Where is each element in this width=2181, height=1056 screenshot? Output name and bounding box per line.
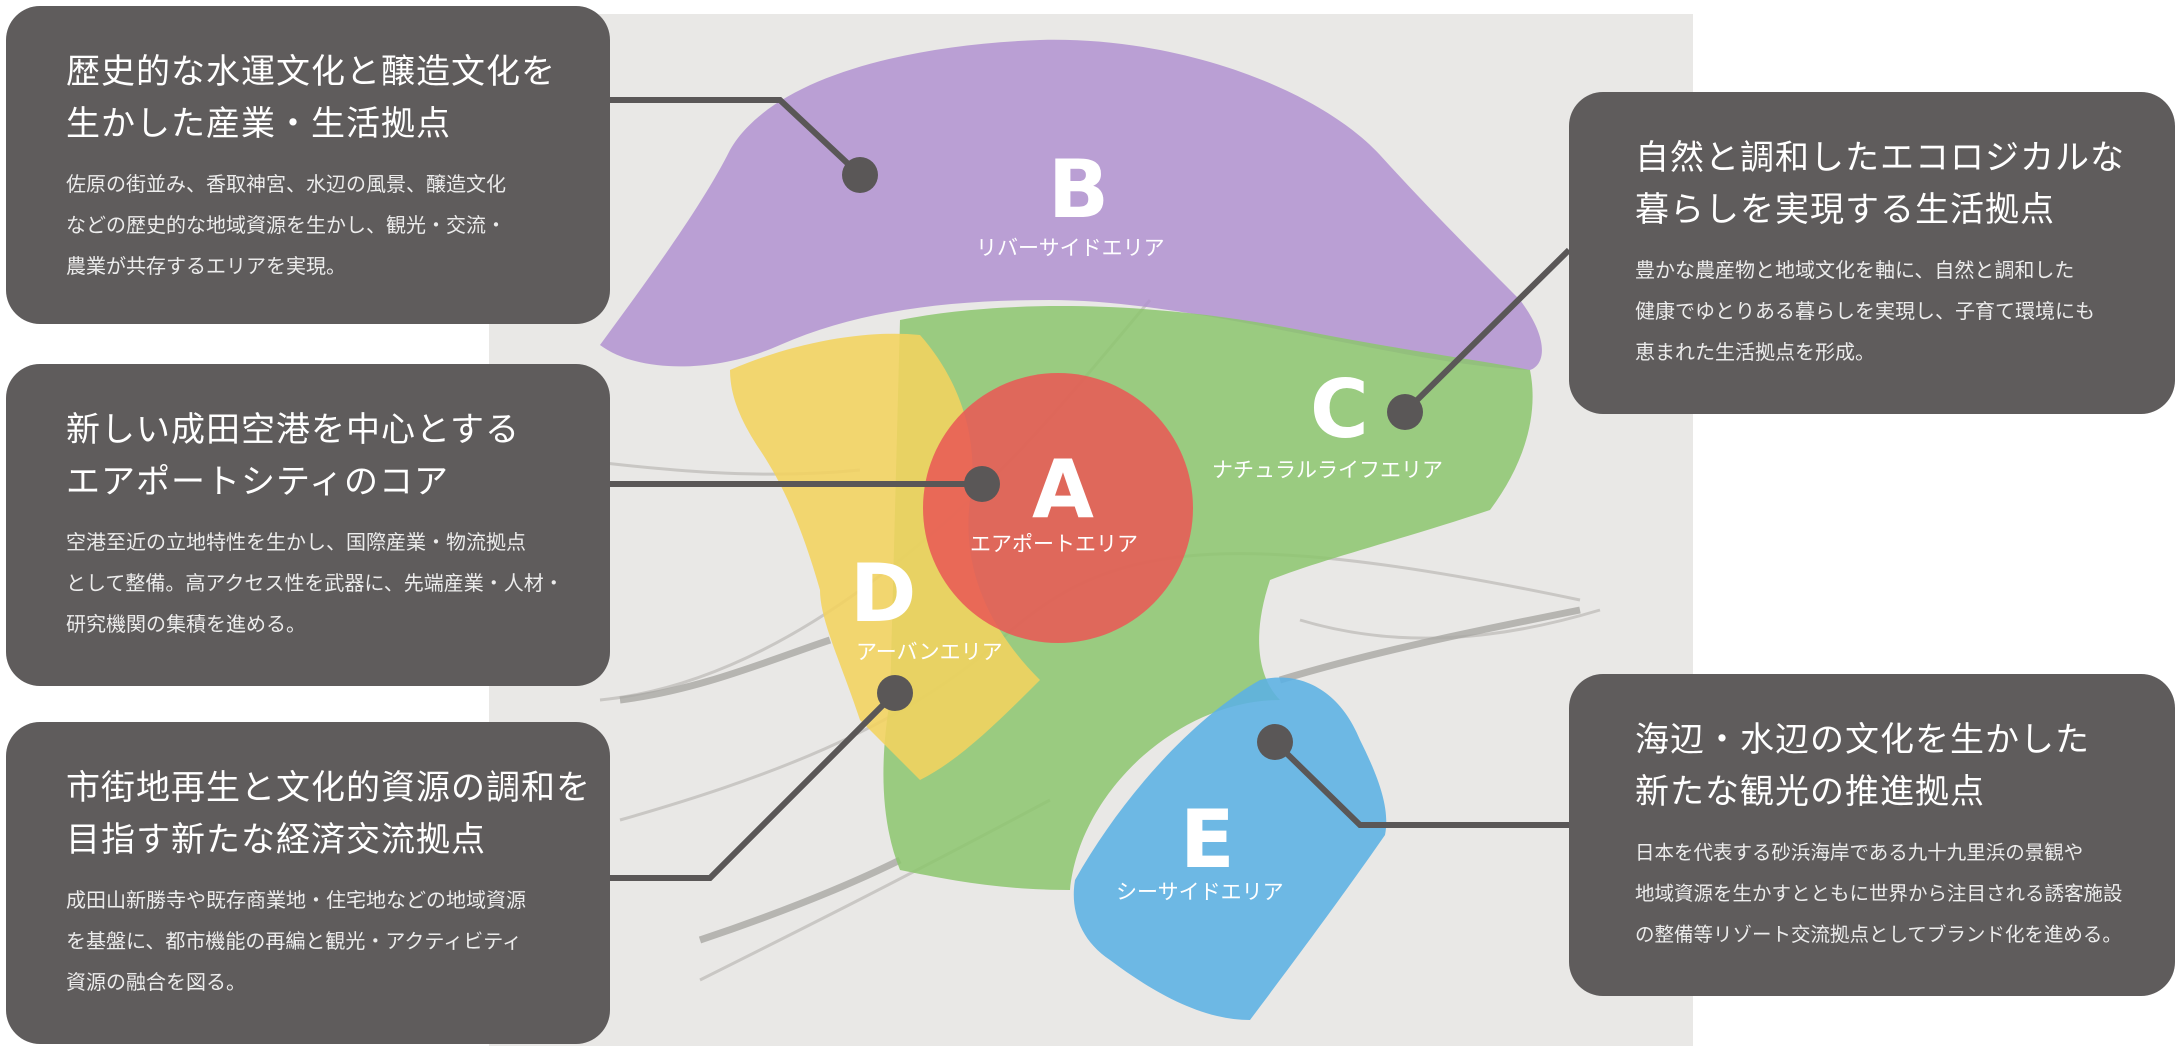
panel-natural-life: 自然と調和したエコロジカルな 暮らしを実現する生活拠点 豊かな農産物と地域文化を… [1569, 92, 2175, 414]
desc-line: 地域資源を生かすとともに世界から注目される誘客施設 [1635, 882, 2123, 905]
panel-urban-description: 成田山新勝寺や既存商業地・住宅地などの地域資源 を基盤に、都市機能の再編と観光・… [66, 880, 610, 1003]
panel-seaside: 海辺・水辺の文化を生かした 新たな観光の推進拠点 日本を代表する砂浜海岸である九… [1569, 674, 2175, 996]
connector-d [610, 690, 898, 881]
zone-b [600, 39, 1542, 370]
desc-line: 恵まれた生活拠点を形成。 [1635, 340, 1875, 364]
title-line: 市街地再生と文化的資源の調和を [66, 768, 591, 808]
desc-line: の整備等リゾート交流拠点としてブランド化を進める。 [1635, 923, 2122, 946]
panel-urban: 市街地再生と文化的資源の調和を 目指す新たな経済交流拠点 成田山新勝寺や既存商業… [6, 722, 610, 1044]
title-line: 目指す新たな経済交流拠点 [66, 820, 486, 860]
area-d-letter: D [850, 547, 917, 640]
zone-a [923, 373, 1193, 643]
area-a-letter: A [1032, 443, 1094, 536]
panel-natural-life-title: 自然と調和したエコロジカルな 暮らしを実現する生活拠点 [1635, 132, 2175, 236]
panel-riverside-title: 歴史的な水運文化と醸造文化を 生かした産業・生活拠点 [66, 46, 610, 150]
dot-b [842, 157, 878, 193]
title-line: エアポートシティのコア [66, 462, 449, 502]
area-d-name: アーバンエリア [856, 640, 1003, 664]
zone-e [1073, 677, 1387, 1020]
desc-line: として整備。高アクセス性を武器に、先端産業・人材・ [66, 571, 564, 595]
panel-airport-description: 空港至近の立地特性を生かし、国際産業・物流拠点 として整備。高アクセス性を武器に… [66, 522, 610, 645]
panel-riverside: 歴史的な水運文化と醸造文化を 生かした産業・生活拠点 佐原の街並み、香取神宮、水… [6, 6, 610, 324]
desc-line: を基盤に、都市機能の再編と観光・アクティビティ [66, 929, 522, 953]
connector-lines [610, 97, 1572, 881]
panel-airport: 新しい成田空港を中心とする エアポートシティのコア 空港至近の立地特性を生かし、… [6, 364, 610, 686]
panel-riverside-description: 佐原の街並み、香取神宮、水辺の風景、醸造文化 などの歴史的な地域資源を生かし、観… [66, 164, 610, 287]
title-line: 自然と調和したエコロジカルな [1635, 138, 2125, 178]
connector-b [610, 97, 863, 178]
desc-line: 豊かな農産物と地域文化を軸に、自然と調和した [1635, 258, 2075, 282]
desc-line: 健康でゆとりある暮らしを実現し、子育て環境にも [1635, 299, 2095, 323]
desc-line: 日本を代表する砂浜海岸である九十九里浜の景観や [1635, 841, 2084, 864]
area-c-name: ナチュラルライフエリア [1212, 458, 1443, 482]
desc-line: 研究機関の集積を進める。 [66, 612, 306, 636]
panel-urban-title: 市街地再生と文化的資源の調和を 目指す新たな経済交流拠点 [66, 762, 610, 866]
title-line: 生かした産業・生活拠点 [66, 104, 451, 144]
area-e-name: シーサイドエリア [1116, 880, 1284, 904]
dot-a [964, 466, 1000, 502]
title-line: 海辺・水辺の文化を生かした [1635, 720, 2090, 760]
area-e-letter: E [1180, 793, 1235, 886]
title-line: 新たな観光の推進拠点 [1635, 772, 1985, 812]
connector-dots [842, 157, 1423, 760]
panel-seaside-title: 海辺・水辺の文化を生かした 新たな観光の推進拠点 [1635, 714, 2175, 818]
dot-d [877, 675, 913, 711]
desc-line: 成田山新勝寺や既存商業地・住宅地などの地域資源 [66, 888, 526, 912]
title-line: 暮らしを実現する生活拠点 [1635, 190, 2055, 230]
desc-line: 農業が共存するエリアを実現。 [66, 254, 346, 278]
desc-line: 資源の融合を図る。 [66, 970, 246, 994]
title-line: 歴史的な水運文化と醸造文化を [66, 52, 556, 92]
area-b-name: リバーサイドエリア [976, 236, 1165, 260]
desc-line: などの歴史的な地域資源を生かし、観光・交流・ [66, 213, 506, 237]
dot-e [1257, 724, 1293, 760]
area-a-name: エアポートエリア [970, 532, 1138, 556]
dot-c [1387, 394, 1423, 430]
panel-natural-life-description: 豊かな農産物と地域文化を軸に、自然と調和した 健康でゆとりある暮らしを実現し、子… [1635, 250, 2175, 373]
area-c-letter: C [1310, 363, 1369, 456]
desc-line: 空港至近の立地特性を生かし、国際産業・物流拠点 [66, 530, 526, 554]
connector-c [1402, 247, 1572, 415]
title-line: 新しい成田空港を中心とする [66, 410, 520, 450]
area-b-letter: B [1048, 143, 1109, 236]
map-expressways [619, 606, 1581, 944]
desc-line: 佐原の街並み、香取神宮、水辺の風景、醸造文化 [66, 172, 506, 196]
panel-airport-title: 新しい成田空港を中心とする エアポートシティのコア [66, 404, 610, 508]
connector-e [1272, 739, 1569, 828]
panel-seaside-description: 日本を代表する砂浜海岸である九十九里浜の景観や 地域資源を生かすとともに世界から… [1635, 832, 2175, 955]
